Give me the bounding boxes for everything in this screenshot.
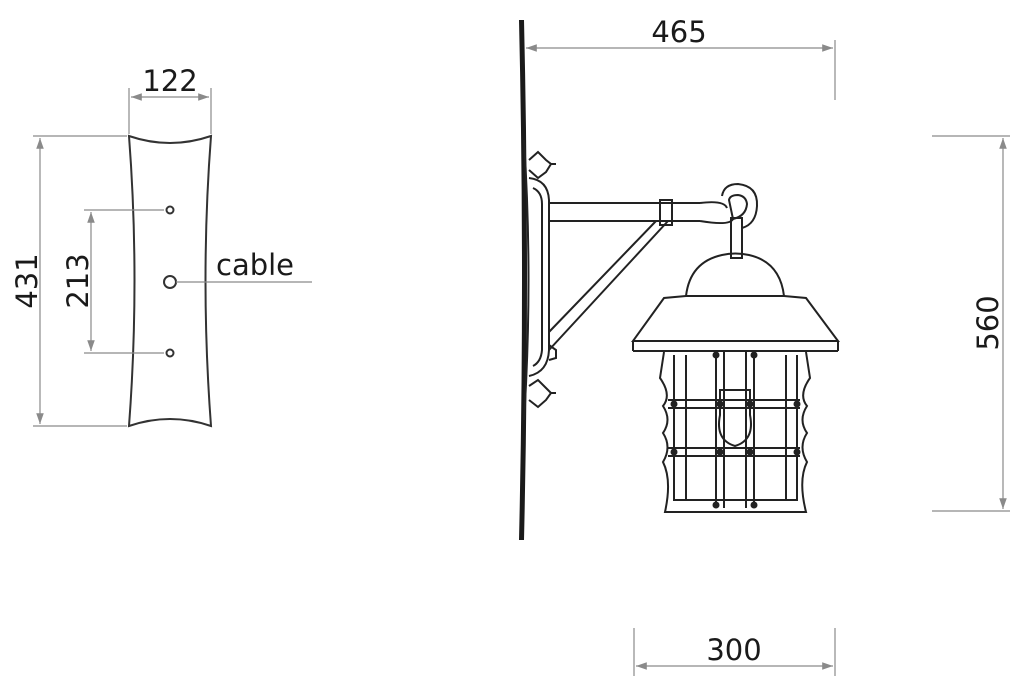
lantern-hook [721, 182, 759, 229]
dimension-label-projection: 465 [651, 15, 706, 49]
lantern-arm [548, 182, 759, 351]
dimension-label-plate-width: 122 [142, 64, 197, 98]
dimension-plate-width: 122 [128, 64, 212, 134]
dimension-label-lantern-width: 300 [706, 633, 761, 667]
bracket-bolt-top [528, 150, 553, 180]
dimension-lantern-width: 300 [633, 628, 836, 676]
wall-plate-front-view [127, 134, 213, 428]
cable-callout: cable [176, 248, 312, 283]
wall-plate-side [519, 20, 527, 540]
lantern-cage [658, 351, 812, 513]
mounting-hole-bottom [165, 348, 175, 358]
dimension-label-plate-height: 431 [10, 253, 44, 308]
dimension-label-lantern-height: 560 [971, 295, 1005, 350]
cable-label: cable [216, 248, 294, 282]
dimension-projection: 465 [526, 15, 836, 100]
bracket-bolt-bottom [528, 378, 553, 409]
light-bulb [718, 389, 752, 448]
lantern-roof [631, 252, 840, 352]
dimension-label-hole-spacing: 213 [61, 253, 95, 308]
mounting-bracket [528, 177, 550, 377]
cable-hole [163, 275, 177, 289]
dimension-plate-height: 431 [10, 135, 127, 427]
dimension-hole-spacing: 213 [61, 209, 164, 354]
lantern-side-view [519, 20, 840, 540]
wall-plate-outline [127, 134, 213, 428]
mounting-hole-top [165, 205, 175, 215]
dimension-lantern-height: 560 [932, 135, 1010, 512]
